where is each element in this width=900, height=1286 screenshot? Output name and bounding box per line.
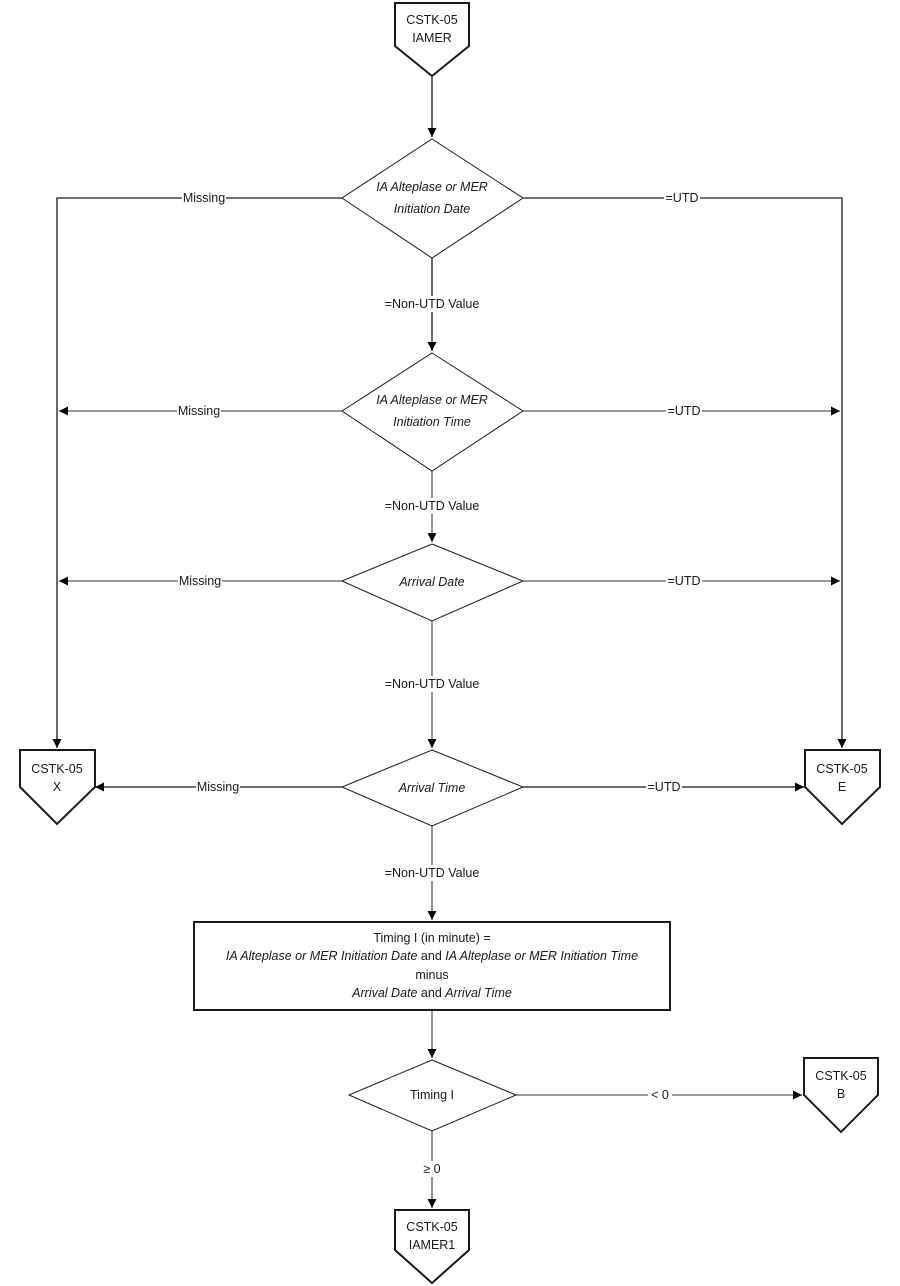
svg-text:=Non-UTD Value: =Non-UTD Value — [385, 499, 480, 513]
svg-text:≥ 0: ≥ 0 — [423, 1162, 440, 1176]
svg-text:=Non-UTD Value: =Non-UTD Value — [385, 297, 480, 311]
edge-label-d5-less-than-zero: < 0 — [648, 1087, 672, 1103]
svg-text:IA Alteplase or MER Initiation: IA Alteplase or MER Initiation Date and … — [226, 949, 638, 963]
decision-arrival-date: Arrival Date — [340, 543, 525, 622]
decision-timing-i: Timing I — [347, 1059, 518, 1132]
svg-text:< 0: < 0 — [651, 1088, 669, 1102]
svg-text:=UTD: =UTD — [648, 780, 681, 794]
svg-text:CSTK-05: CSTK-05 — [816, 762, 867, 776]
connector-start-iamer[interactable]: CSTK-05 IAMER — [394, 2, 470, 78]
decision-initiation-time: IA Alteplase or MER Initiation Time — [341, 352, 524, 472]
decision-initiation-date: IA Alteplase or MER Initiation Date — [341, 138, 524, 259]
svg-text:=UTD: =UTD — [668, 404, 701, 418]
svg-text:IAMER: IAMER — [412, 31, 452, 45]
connector-e[interactable]: CSTK-05 E — [804, 749, 881, 826]
svg-text:Arrival Time: Arrival Time — [398, 781, 466, 795]
svg-text:Timing I: Timing I — [410, 1088, 454, 1102]
connector-b[interactable]: CSTK-05 B — [803, 1057, 879, 1134]
svg-text:X: X — [53, 780, 62, 794]
process-term-initiation-time: IA Alteplase or MER Initiation Time — [445, 949, 638, 963]
svg-text:=UTD: =UTD — [668, 574, 701, 588]
svg-text:B: B — [837, 1087, 845, 1101]
svg-text:Missing: Missing — [197, 780, 239, 794]
svg-text:Timing I (in minute) =: Timing I (in minute) = — [373, 931, 490, 945]
edge-label-d4-utd: =UTD — [646, 779, 682, 795]
svg-text:=Non-UTD Value: =Non-UTD Value — [385, 866, 480, 880]
svg-text:Arrival Date: Arrival Date — [398, 575, 464, 589]
svg-text:IA Alteplase or MER: IA Alteplase or MER — [376, 393, 488, 407]
svg-text:IA Alteplase or MER: IA Alteplase or MER — [376, 180, 488, 194]
svg-text:CSTK-05: CSTK-05 — [815, 1069, 866, 1083]
edge-label-d3-utd: =UTD — [666, 573, 702, 589]
process-term-arrival-date: Arrival Date — [351, 986, 417, 1000]
edge-label-d4-missing: Missing — [196, 779, 240, 795]
svg-text:Arrival Date and Arrival Time: Arrival Date and Arrival Time — [351, 986, 512, 1000]
svg-text:Missing: Missing — [178, 404, 220, 418]
svg-text:Missing: Missing — [183, 191, 225, 205]
svg-text:Initiation Date: Initiation Date — [394, 202, 470, 216]
edge-label-d1-utd: =UTD — [664, 190, 700, 206]
svg-text:CSTK-05: CSTK-05 — [406, 1220, 457, 1234]
svg-text:CSTK-05: CSTK-05 — [406, 13, 457, 27]
svg-text:=UTD: =UTD — [666, 191, 699, 205]
edge-label-d3-non-utd: =Non-UTD Value — [384, 676, 480, 692]
connector-x[interactable]: CSTK-05 X — [19, 749, 96, 826]
edge-label-d5-greater-equal-zero: ≥ 0 — [418, 1161, 446, 1177]
edge-label-d2-non-utd: =Non-UTD Value — [384, 498, 480, 514]
svg-text:minus: minus — [415, 968, 448, 982]
process-timing-calculation: Timing I (in minute) = IA Alteplase or M… — [193, 921, 671, 1011]
svg-text:Missing: Missing — [179, 574, 221, 588]
edge-label-d1-non-utd: =Non-UTD Value — [384, 296, 480, 312]
connector-iamer1[interactable]: CSTK-05 IAMER1 — [394, 1209, 470, 1285]
svg-text:E: E — [838, 780, 846, 794]
edge-label-d2-missing: Missing — [177, 403, 221, 419]
svg-text:IAMER1: IAMER1 — [409, 1238, 456, 1252]
edge-label-d4-non-utd: =Non-UTD Value — [384, 865, 480, 881]
edge-d1-missing — [52, 197, 342, 748]
svg-text:Initiation Time: Initiation Time — [393, 415, 471, 429]
process-term-initiation-date: IA Alteplase or MER Initiation Date — [226, 949, 418, 963]
svg-text:CSTK-05: CSTK-05 — [31, 762, 82, 776]
svg-text:=Non-UTD Value: =Non-UTD Value — [385, 677, 480, 691]
edge-label-d3-missing: Missing — [178, 573, 222, 589]
edge-label-d1-missing: Missing — [182, 190, 226, 206]
edge-label-d2-utd: =UTD — [666, 403, 702, 419]
edge-d1-utd — [523, 197, 847, 748]
process-term-arrival-time: Arrival Time — [444, 986, 512, 1000]
decision-arrival-time: Arrival Time — [340, 749, 525, 827]
